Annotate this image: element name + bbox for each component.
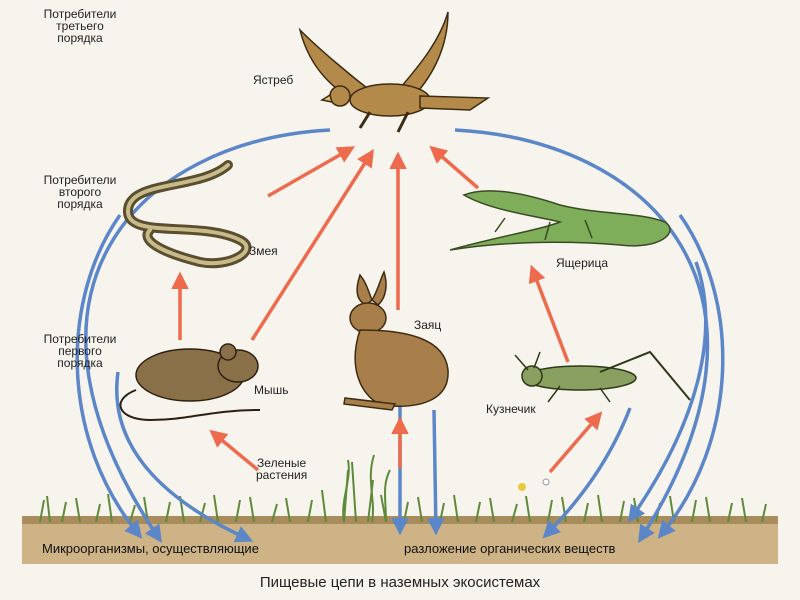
blue-arrow-mouse xyxy=(115,371,254,543)
blue-arrow-lizard xyxy=(657,213,725,539)
lizard-icon xyxy=(449,190,671,251)
plants-icon xyxy=(342,454,391,523)
red-arrow-plants-grasshopper xyxy=(548,411,603,474)
level-second-label: Потребители второго порядка xyxy=(43,173,117,211)
red-arrow-snake-hawk xyxy=(267,146,356,198)
blue-arrow-snake xyxy=(75,213,143,539)
hawk-icon xyxy=(298,11,491,133)
grasshopper-icon xyxy=(514,350,691,403)
red-arrow-lizard-hawk xyxy=(429,145,480,190)
level-third-label: Потребители третьего порядка xyxy=(43,7,117,45)
red-arrow-grasshopper-lizard xyxy=(528,264,570,363)
flower-icon xyxy=(542,478,550,486)
soil-text-left: Микроорганизмы, осуществляющие xyxy=(42,541,259,556)
diagram-caption: Пищевые цепи в наземных экосистемах xyxy=(259,574,541,591)
hare-label: Заяц xyxy=(414,318,442,332)
plants-label: Зеленые растения xyxy=(256,456,308,482)
snake-label: Змея xyxy=(249,244,278,258)
flower-icon xyxy=(518,483,526,491)
blue-arrow-hare-right xyxy=(427,409,445,536)
hawk-label: Ястреб xyxy=(253,73,294,87)
blue-arrow-hawk-right xyxy=(454,128,710,543)
red-arrow-mouse-hawk xyxy=(250,149,374,341)
mouse-icon xyxy=(119,343,261,422)
red-arrow-plants-mouse xyxy=(209,429,260,472)
soil-text-right: разложение органических веществ xyxy=(404,541,616,556)
grasshopper-label: Кузнечик xyxy=(486,402,536,416)
hare-icon xyxy=(343,269,449,411)
lizard-label: Ящерица xyxy=(556,256,609,270)
blue-arrow-hawk-left xyxy=(84,128,331,543)
level-first-label: Потребители первого порядка xyxy=(43,332,117,370)
grass-icon xyxy=(39,461,767,523)
blue-arrow-grasshopper xyxy=(542,407,632,539)
blue-arrow-lizard-inner xyxy=(627,261,708,523)
mouse-label: Мышь xyxy=(254,383,289,397)
